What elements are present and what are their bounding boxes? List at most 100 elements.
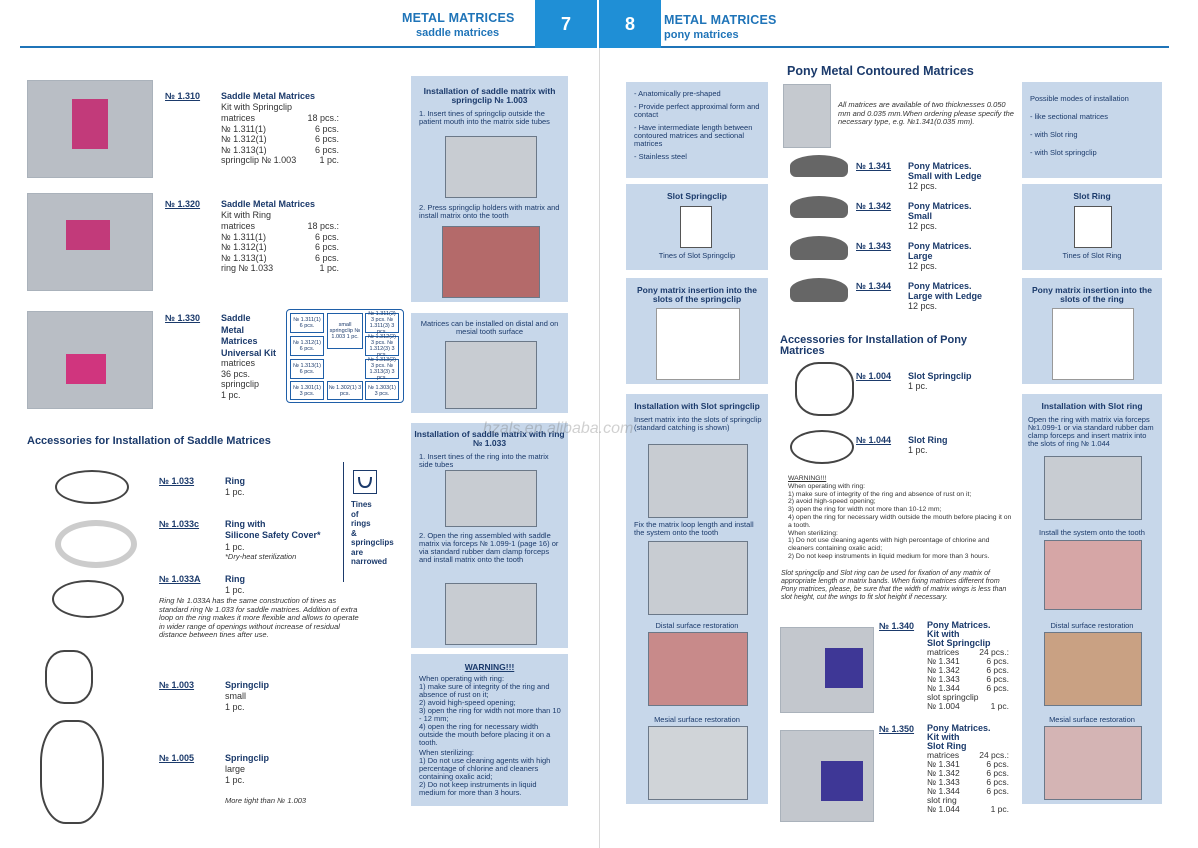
kit-cell: № 1.302(1) 3 pcs.: [327, 381, 363, 400]
modes-panel: Possible modes of installation - like se…: [1022, 82, 1162, 178]
product-number: № 1.310: [165, 91, 201, 101]
matrix-number: № 1.343: [856, 241, 892, 251]
photo: [648, 726, 748, 800]
matrix-qty: 12 pcs.: [908, 261, 938, 271]
accessory-qty: 1 pc.: [225, 585, 245, 595]
photo: [1044, 726, 1142, 800]
accessory-name: Ring: [225, 476, 245, 486]
watermark: hzals.en.alibaba.com: [483, 420, 634, 437]
matrix-name: Pony Matrices.: [908, 161, 972, 171]
kit-name: Pony Matrices. Kit with Slot Ring: [927, 723, 991, 751]
matrix-name-2: Small with Ledge: [908, 171, 982, 181]
panel-step: 1. Insert tines of springclip outside th…: [419, 109, 550, 126]
panel-title: Slot Ring: [1073, 191, 1111, 201]
kit-cell: № 1.311(1) 6 pcs.: [290, 313, 324, 333]
panel-ring-install: Installation of saddle matrix with ring …: [411, 423, 568, 648]
matrix-image: [790, 278, 848, 302]
kit-cell: № 1.312(1) 6 pcs.: [290, 336, 324, 356]
slot-springclip-image: [795, 362, 854, 416]
matrix-image: [790, 155, 848, 177]
accessory-name: Slot Springclip: [908, 371, 972, 381]
header-subtitle: saddle matrices: [416, 27, 500, 39]
slot-note: Slot springclip and Slot ring can be use…: [781, 570, 1007, 601]
panel-text: Insert matrix into the slots of springcl…: [634, 415, 762, 432]
accessory-number: № 1.003: [159, 680, 195, 690]
matrix-qty: 12 pcs.: [908, 221, 938, 231]
ring-1033a-image: [52, 580, 124, 618]
matrix-name: Pony Matrices.: [908, 241, 972, 251]
kit-cell: № 1.312(2) 3 pcs. № 1.312(3) 3 pcs.: [365, 334, 399, 358]
matrix-number: № 1.342: [856, 201, 892, 211]
photo: [648, 541, 748, 615]
kit-box-label: [66, 220, 110, 250]
product-image-1320: [27, 193, 153, 291]
page-number: 8: [599, 0, 661, 48]
page-number: 7: [535, 0, 597, 48]
kit-cell: small springclip № 1.003 1 pc.: [327, 313, 363, 349]
photo: [648, 632, 748, 706]
springclip-large-image: [40, 720, 104, 824]
accessory-name-2: Silicone Safety Cover*: [225, 530, 321, 540]
kit-box-label: [825, 648, 863, 688]
accessory-note: *Dry-heat sterilization: [225, 552, 297, 561]
panel-distal-mesial: Matrices can be installed on distal and …: [411, 313, 568, 413]
photo-caption: Install the system onto the tooth: [1039, 528, 1145, 537]
accessory-qty: 1 pc.: [225, 487, 245, 497]
photo: [1044, 540, 1142, 610]
accessory-qty-2: 1 pc.: [225, 702, 245, 712]
panel-text: Open the ring with matrix via forceps №1…: [1028, 415, 1154, 448]
modes-list: Possible modes of installation - like se…: [1030, 94, 1129, 157]
ring-silicone-image: [55, 520, 137, 568]
kit-box-label: [821, 761, 863, 801]
slot-springclip-panel: Slot Springclip Tines of Slot Springclip: [626, 184, 768, 270]
photo: [1044, 632, 1142, 706]
features-list: - Anatomically pre-shaped - Provide perf…: [634, 89, 760, 161]
photo-caption: Mesial surface restoration: [1049, 715, 1135, 724]
panel-title: Installation with Slot ring: [1041, 401, 1143, 411]
ring-tines-icon: [1074, 206, 1112, 248]
accessory-name: Ring with: [225, 519, 266, 529]
slot-ring-panel: Slot Ring Tines of Slot Ring: [1022, 184, 1162, 270]
accessory-name: Slot Ring: [908, 435, 948, 445]
panel-step: 1. Insert tines of the ring into the mat…: [419, 452, 549, 469]
header-title: METAL MATRICES: [664, 13, 777, 27]
accessory-number: № 1.033A: [159, 574, 201, 584]
slot-ring-image: [790, 430, 854, 464]
photo-caption: Distal surface restoration: [655, 621, 739, 630]
matrix-qty: 12 pcs.: [908, 301, 938, 311]
header-rule: [20, 46, 535, 48]
thickness-note: All matrices are available of two thickn…: [838, 100, 1014, 126]
panel-step: 2. Press springclip holders with matrix …: [419, 203, 560, 220]
accessory-qty: 1 pc.: [908, 381, 928, 391]
accessory-qty: 1 pc.: [908, 445, 928, 455]
panel-title: Installation of saddle matrix with ring …: [414, 429, 565, 448]
product-image-1330: [27, 311, 153, 409]
accessory-name: Ring: [225, 574, 245, 584]
product-name: Saddle Metal Matrices: [221, 91, 316, 101]
kit-name: Pony Matrices. Kit with Slot Springclip: [927, 620, 991, 648]
divider: [343, 462, 344, 582]
product-image-1310: [27, 80, 153, 178]
accessories-title: Accessories for Installation of Saddle M…: [27, 435, 271, 447]
panel-title: Installation with Slot springclip: [634, 401, 760, 411]
matrix-qty: 12 pcs.: [908, 181, 938, 191]
accessory-number: № 1.004: [856, 371, 892, 381]
insertion-diagram: [1052, 308, 1134, 380]
insertion-springclip-panel: Pony matrix insertion into the slots of …: [626, 278, 768, 384]
panel-springclip-install: Installation of saddle matrix with sprin…: [411, 76, 568, 302]
photo: [648, 444, 748, 518]
warning-title: WARNING!!!: [464, 662, 515, 672]
matrix-name: Pony Matrices.: [908, 201, 972, 211]
insertion-ring-panel: Pony matrix insertion into the slots of …: [1022, 278, 1162, 384]
kit-cell: № 1.313(2) 3 pcs. № 1.313(3) 3 pcs.: [365, 357, 399, 381]
accessories-title: Accessories for Installation of Pony Mat…: [780, 334, 968, 357]
panel-step: 2. Open the ring assembled with saddle m…: [419, 531, 559, 564]
accessory-qty: 1 pc.: [225, 542, 245, 552]
product-number: № 1.330: [165, 313, 201, 323]
matrix-name-2: Large: [908, 251, 933, 261]
matrix-image: [790, 236, 848, 260]
warning-text: When operating with ring: 1) make sure o…: [419, 674, 561, 797]
matrix-number: № 1.344: [856, 281, 892, 291]
